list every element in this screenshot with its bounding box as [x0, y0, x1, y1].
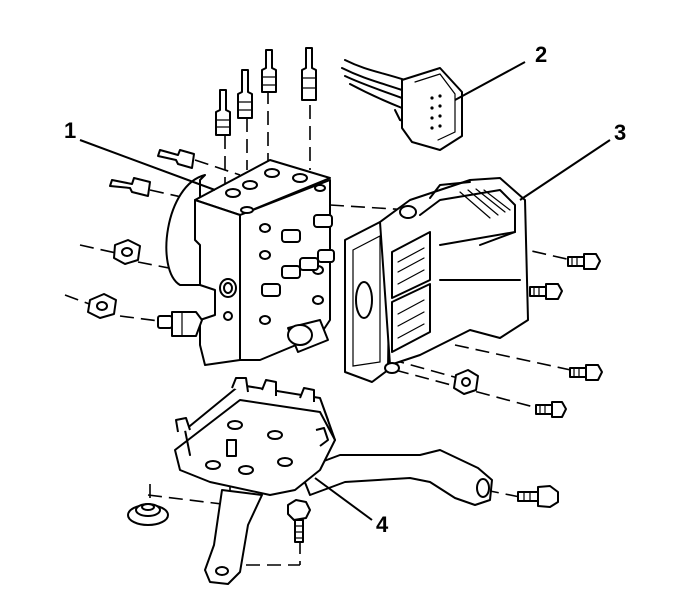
callout-3: 3 — [614, 120, 626, 145]
control-module — [344, 177, 529, 383]
side-brake-fittings — [109, 149, 195, 197]
screw — [567, 253, 601, 270]
screw — [535, 401, 567, 418]
hydraulic-modulator — [165, 159, 335, 366]
brake-line-fittings — [215, 47, 317, 136]
callout-labels: 1 2 3 4 — [64, 42, 626, 537]
bracket-bolt — [287, 499, 311, 543]
bracket-side-bolt — [517, 485, 559, 508]
screw — [569, 364, 603, 381]
leader-lines — [79, 61, 611, 521]
callout-1: 1 — [64, 118, 76, 143]
callout-4: 4 — [376, 512, 389, 537]
harness-connector — [341, 59, 463, 151]
grommet — [127, 503, 169, 526]
solenoid-studs — [261, 214, 335, 297]
module-screws — [529, 253, 603, 418]
insulator-nuts — [87, 239, 141, 319]
modulator-sensor — [157, 311, 203, 337]
module-nut — [453, 369, 479, 395]
mounting-bracket — [174, 377, 493, 585]
callout-2: 2 — [535, 42, 547, 67]
screw — [529, 283, 563, 300]
